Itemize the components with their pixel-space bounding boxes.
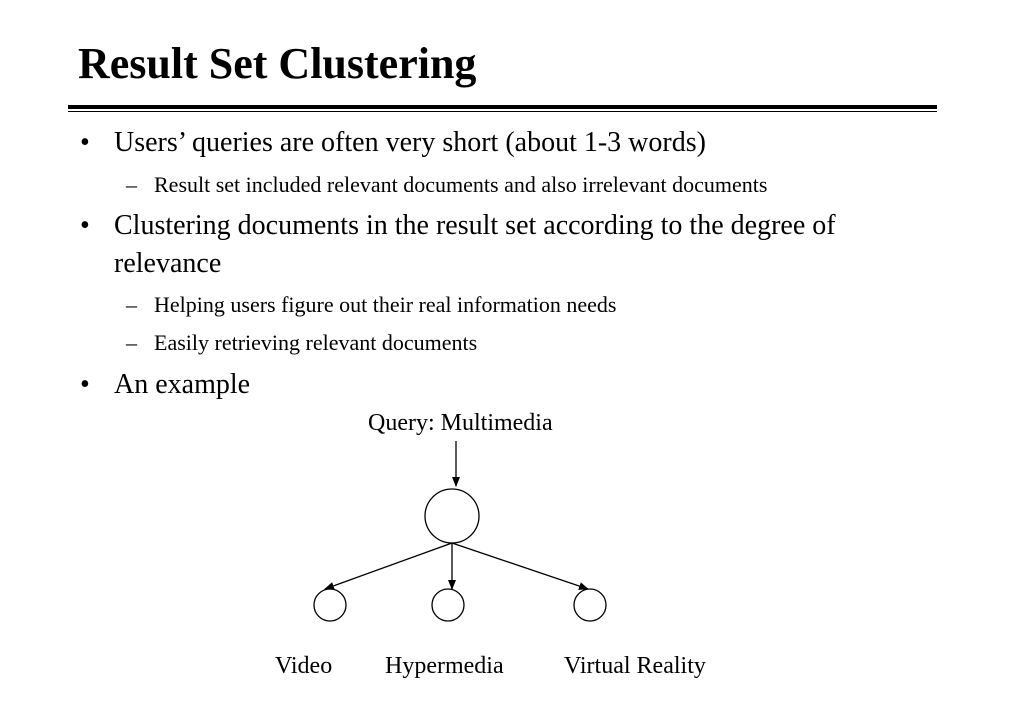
bullet-1: • Users’ queries are often very short (a… bbox=[80, 124, 706, 162]
bullet-2-sub-1: – Helping users figure out their real in… bbox=[126, 290, 616, 320]
bullet-2-text: Clustering documents in the result set a… bbox=[114, 207, 836, 283]
bullet-1-sub-1-text: Result set included relevant documents a… bbox=[154, 172, 768, 197]
bullet-2-text-line-1: Clustering documents in the result set a… bbox=[114, 210, 836, 241]
virtual-reality-cluster-node bbox=[573, 588, 607, 622]
bullet-3-text: An example bbox=[114, 369, 251, 400]
cluster-label-hypermedia: Hypermedia bbox=[385, 653, 504, 679]
sub-bullet-marker: – bbox=[126, 172, 137, 197]
cluster-label-video: Video bbox=[275, 653, 333, 679]
bullet-marker: • bbox=[80, 127, 90, 158]
cluster-label-virtual-reality: Virtual Reality bbox=[564, 653, 706, 679]
slide-title: Result Set Clustering bbox=[78, 39, 477, 88]
video-cluster-node bbox=[313, 588, 347, 622]
bullet-3: • An example bbox=[80, 366, 250, 404]
sub-bullet-marker: – bbox=[126, 292, 137, 317]
bullet-2-sub-2-text: Easily retrieving relevant documents bbox=[154, 330, 478, 355]
bullet-2-sub-1-text: Helping users figure out their real info… bbox=[154, 292, 617, 317]
hypermedia-cluster-node bbox=[431, 588, 465, 622]
bullet-marker: • bbox=[80, 369, 90, 400]
bullet-2-text-line-2: relevance bbox=[114, 248, 222, 279]
bullet-marker: • bbox=[80, 210, 90, 241]
bullet-1-text: Users’ queries are often very short (abo… bbox=[114, 127, 706, 158]
bullet-2: • Clustering documents in the result set… bbox=[80, 207, 836, 283]
title-divider-thick bbox=[68, 105, 937, 109]
query-label: Query: Multimedia bbox=[368, 410, 553, 436]
sub-bullet-marker: – bbox=[126, 330, 137, 355]
bullet-2-sub-2: – Easily retrieving relevant documents bbox=[126, 328, 477, 358]
result-set-node bbox=[424, 488, 480, 544]
arrow-to-video bbox=[324, 542, 453, 590]
bullet-1-sub-1: – Result set included relevant documents… bbox=[126, 170, 767, 200]
arrow-to-virtual-reality bbox=[451, 542, 589, 590]
title-divider-thin bbox=[68, 111, 937, 112]
